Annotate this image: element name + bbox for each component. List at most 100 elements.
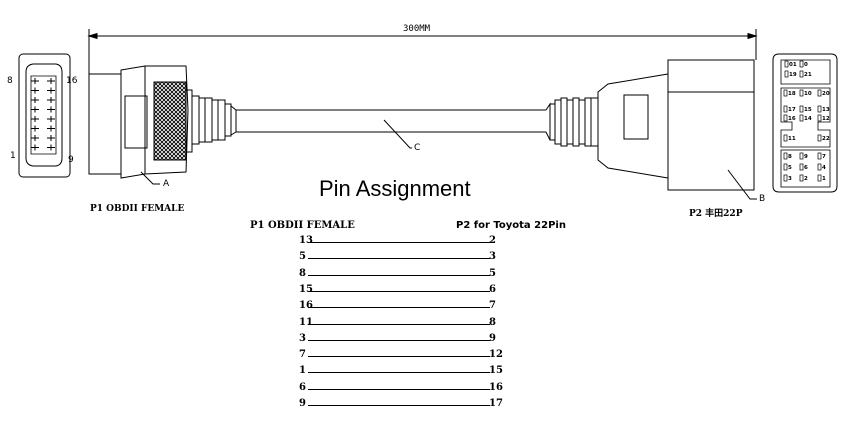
p2-pin-label: 0 (804, 62, 808, 68)
p2-pin-socket (799, 105, 804, 113)
p1-pin-socket (47, 97, 55, 103)
p2-pin-socket (817, 152, 822, 160)
p2-pin-number: 12 (489, 349, 503, 361)
p2-pin-number: 6 (489, 283, 496, 295)
p1-pin-number: 1 (299, 365, 306, 377)
p2-pin-label: 01 (789, 62, 797, 68)
callout-a: A (163, 179, 170, 189)
p2-pin-number: 9 (489, 332, 496, 344)
p2-pin-number: 8 (489, 316, 496, 328)
p2-pin-label: 13 (822, 107, 830, 113)
p2-pin-label: 4 (822, 165, 826, 171)
p2-pin-label: 3 (788, 176, 792, 182)
p1-pin-socket (31, 78, 39, 84)
p2-pin-number: 17 (489, 398, 503, 409)
p2-pin-label: 11 (788, 136, 796, 142)
p2-pin-label: 10 (804, 91, 812, 97)
p1-pin-number: 13 (299, 235, 313, 246)
p1-connector-label: P1 OBDII FEMALE (90, 204, 185, 214)
p2-pin-socket (817, 89, 822, 97)
p2-pin-socket (799, 89, 804, 97)
p1-pin-number: 9 (299, 398, 306, 409)
p1-pin-number: 6 (299, 381, 306, 393)
wire-line (308, 274, 490, 276)
p1-pin-socket (47, 87, 55, 94)
p2-connector-label: P2 丰田22P (689, 209, 743, 219)
wire-line (308, 258, 490, 260)
p1-end-view (18, 53, 71, 178)
p1-pin-16-label: 16 (66, 76, 78, 86)
table-header-right: P2 for Toyota 22Pin (456, 220, 566, 231)
p2-pin-socket (784, 60, 789, 68)
wire-line (308, 323, 490, 325)
pin-row: 9 17 (0, 399, 853, 412)
p2-pin-socket (783, 152, 788, 160)
wire-line (308, 339, 490, 341)
p1-pin-number: 16 (299, 300, 313, 312)
p1-pin-socket (47, 106, 55, 113)
callout-c: C (414, 143, 421, 153)
p2-pin-label: 8 (788, 154, 792, 160)
p2-pin-label: 9 (804, 154, 808, 160)
p2-pin-label: 7 (822, 154, 826, 160)
pin-row: 7 12 (0, 350, 853, 363)
p1-pin-socket (47, 144, 55, 151)
p1-pin-socket (31, 97, 39, 103)
p2-pin-number: 2 (489, 235, 496, 246)
p1-pin-number: 7 (299, 349, 306, 361)
p1-connector (88, 65, 237, 179)
p2-pin-number: 3 (489, 251, 496, 263)
p2-pin-socket (784, 70, 789, 78)
p2-pin-label: 12 (822, 116, 830, 122)
p2-pin-label: 1 (822, 176, 826, 182)
p1-pin-socket (47, 116, 55, 122)
p2-pin-socket (799, 163, 804, 171)
callout-b: B (759, 194, 766, 204)
wire-line (308, 356, 490, 358)
pin-row: 16 7 (0, 301, 853, 314)
p2-pin-socket (783, 134, 788, 142)
p2-pin-label: 5 (788, 165, 792, 171)
p1-pin-1-label: 1 (10, 151, 16, 161)
dimension-line (87, 29, 758, 74)
p2-pin-label: 14 (804, 116, 812, 122)
p1-pin-socket (47, 125, 55, 132)
p1-pin-socket (31, 87, 39, 94)
p2-pin-number: 7 (489, 300, 496, 312)
p1-pin-9-label: 9 (68, 155, 74, 165)
p1-pin-socket (47, 78, 55, 84)
wire-line (308, 242, 490, 243)
p2-end-view (772, 53, 838, 193)
p2-pin-socket (783, 163, 788, 171)
p1-pin-number: 5 (299, 251, 306, 263)
p2-pin-number: 15 (489, 365, 503, 377)
pin-assignment-title: Pin Assignment (319, 176, 471, 201)
p2-pin-label: 21 (804, 72, 812, 78)
p1-pin-socket (31, 116, 39, 122)
p1-pin-8-label: 8 (7, 76, 13, 86)
wire-line (308, 388, 490, 390)
table-header-left: P1 OBDII FEMALE (250, 220, 355, 231)
p1-pin-socket (31, 135, 39, 141)
wire-line (308, 372, 490, 374)
p2-pin-socket (783, 105, 788, 113)
wire-line (308, 405, 490, 406)
dimension-label: 300MM (403, 24, 431, 34)
pin-row: 1 15 (0, 366, 853, 379)
p2-pin-number: 16 (489, 381, 503, 393)
p2-pin-label: 18 (788, 91, 796, 97)
p2-pin-label: 6 (804, 165, 808, 171)
p1-pin-socket (31, 144, 39, 151)
p2-pin-label: 2 (804, 176, 808, 182)
p2-pin-socket (817, 163, 822, 171)
leader-lines (140, 119, 757, 200)
p1-pin-number: 8 (299, 267, 306, 279)
p2-pin-socket (799, 60, 804, 68)
p1-pin-socket (47, 135, 55, 141)
